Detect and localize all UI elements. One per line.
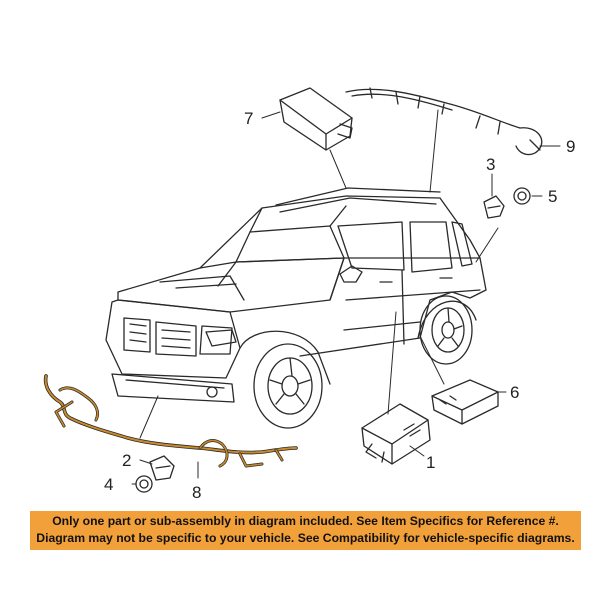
callout-4: 4: [104, 475, 113, 494]
part-1-module: [361, 403, 431, 465]
callout-6: 6: [510, 383, 519, 402]
callout-labels: 7 9 3 5 6 1 2 4 8: [104, 109, 575, 502]
callout-5: 5: [548, 187, 557, 206]
part-9-rear-harness: [345, 87, 543, 156]
disclaimer-line-1: Only one part or sub-assembly in diagram…: [52, 514, 559, 528]
callout-1: 1: [426, 453, 435, 472]
callout-7: 7: [244, 109, 253, 128]
callout-2: 2: [122, 451, 131, 470]
vehicle-illustration: [105, 187, 487, 403]
callout-8: 8: [192, 483, 201, 502]
rear-wheel: [419, 295, 473, 365]
callout-9: 9: [566, 137, 575, 156]
part-7-control-module: [279, 87, 353, 151]
callout-3: 3: [486, 155, 495, 174]
front-wheel: [253, 343, 323, 429]
part-4-front-grommet: [135, 475, 153, 493]
part-3-sensor: [483, 195, 505, 219]
leader-lines: [131, 109, 561, 485]
part-8-front-harness: [43, 374, 298, 468]
disclaimer-line-2: Diagram may not be specific to your vehi…: [36, 531, 575, 545]
part-5-grommet: [513, 187, 531, 205]
part-2-front-sensor: [149, 455, 175, 481]
part-6-module: [431, 379, 499, 425]
disclaimer-banner: Only one part or sub-assembly in diagram…: [30, 511, 581, 550]
